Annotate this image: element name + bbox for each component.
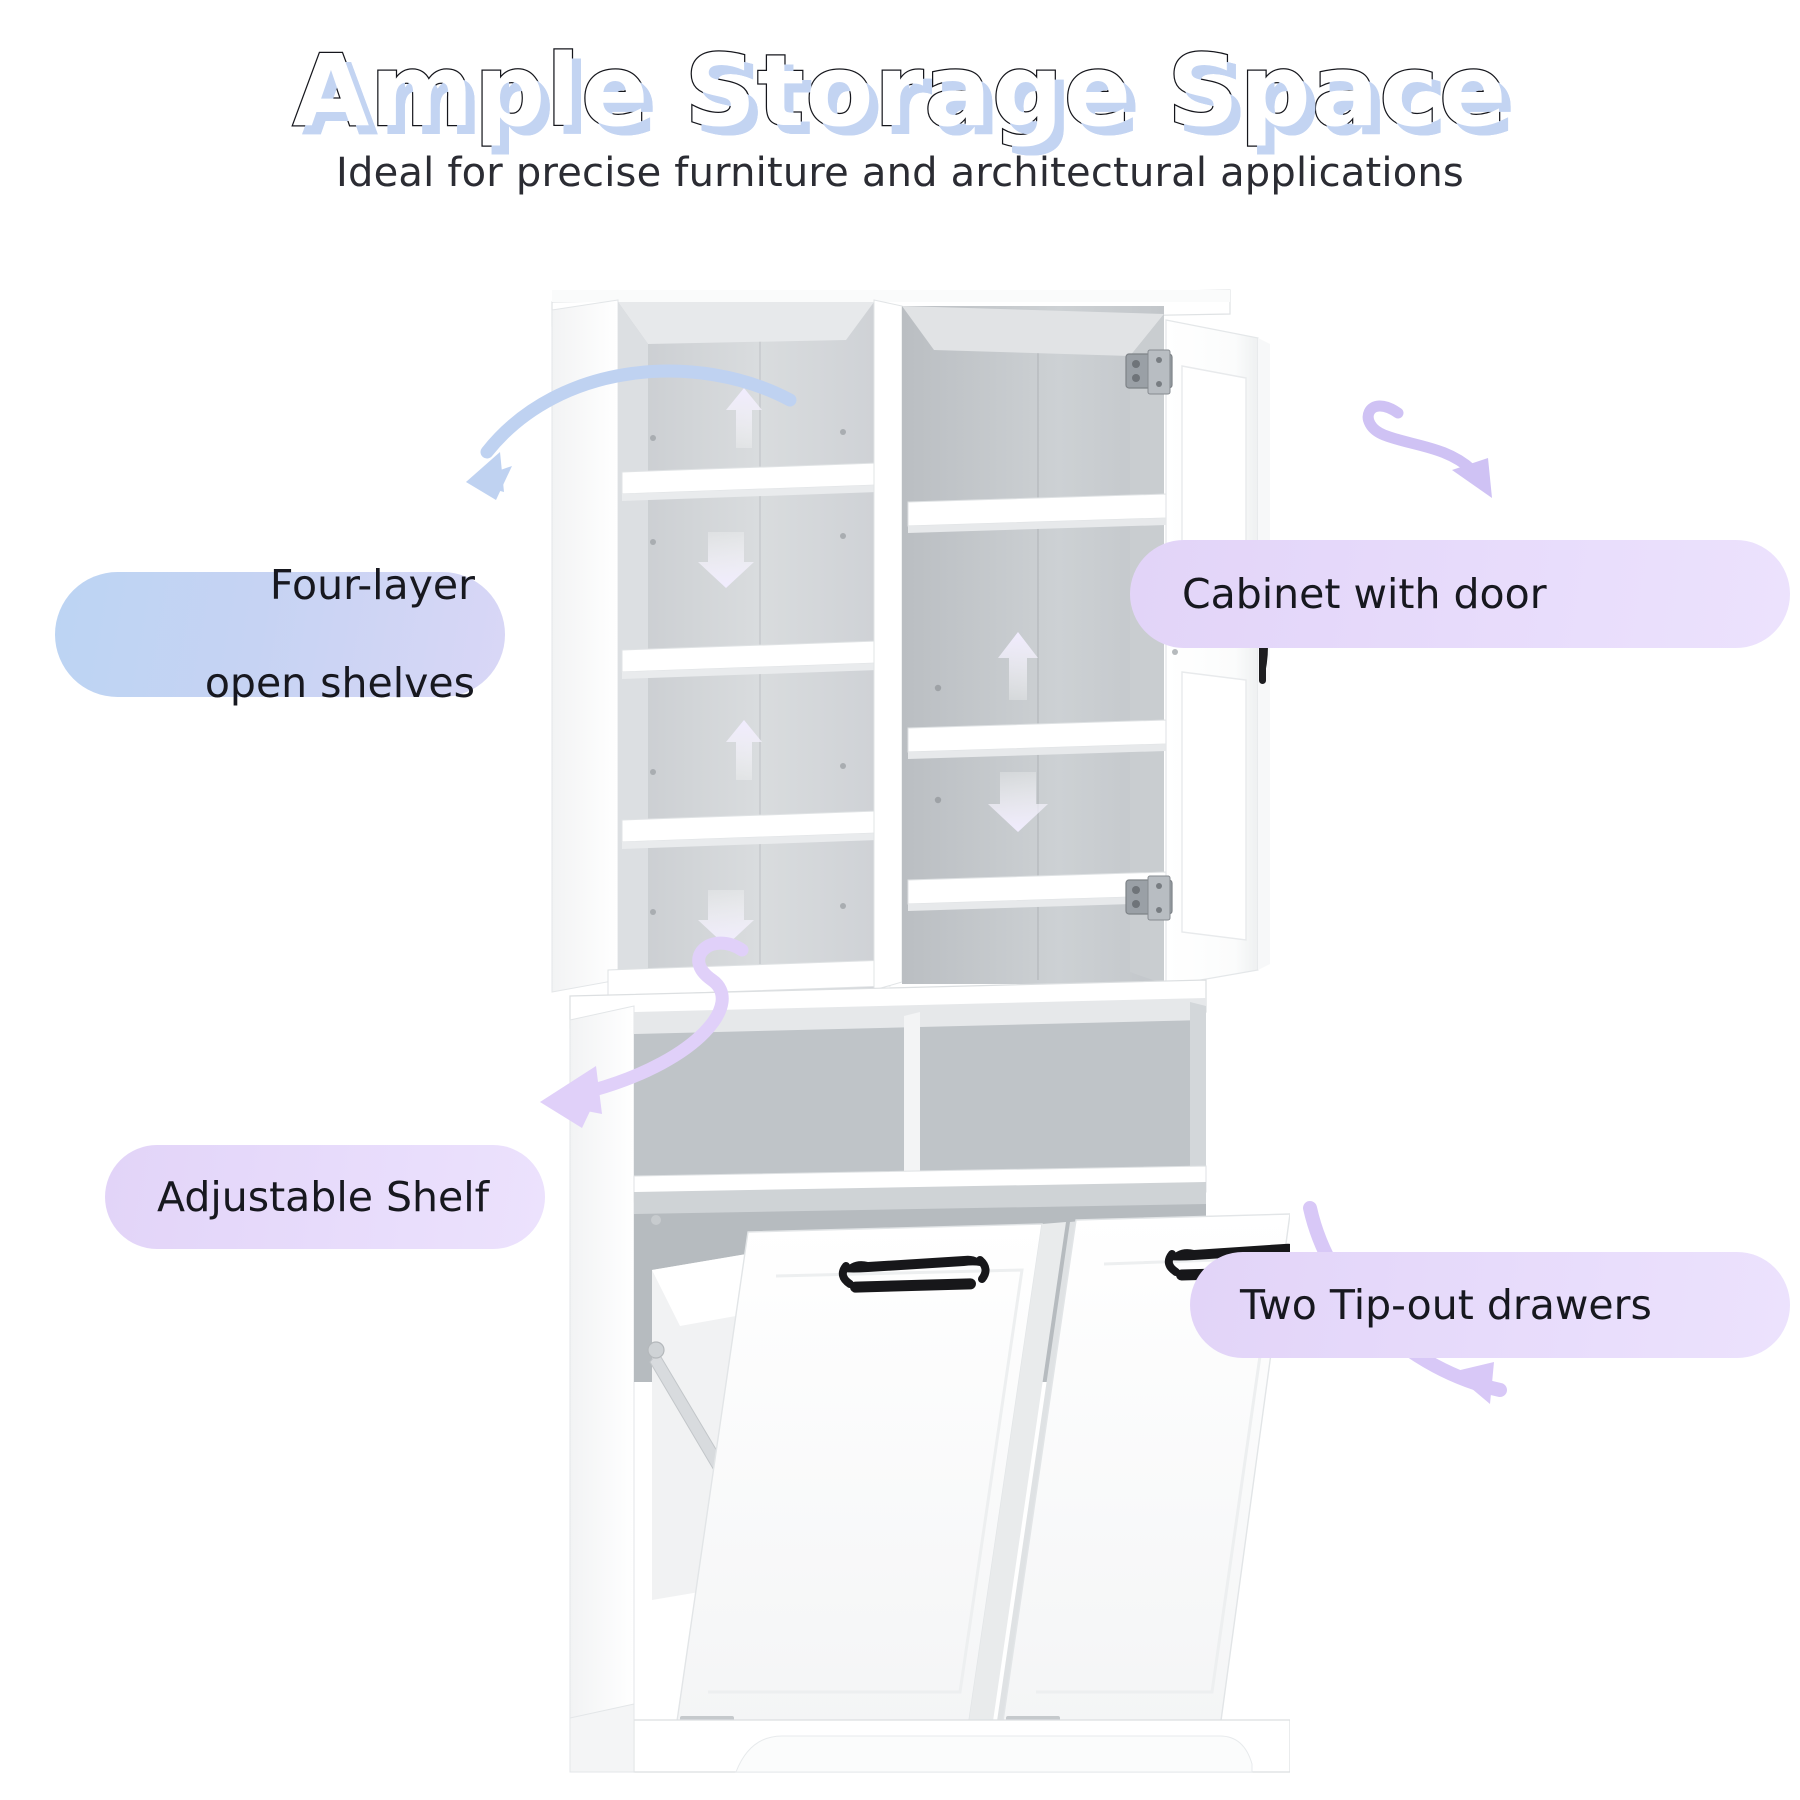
callout-label: Four-layer open shelves bbox=[55, 561, 475, 709]
callout-label-line1: Four-layer bbox=[269, 560, 475, 609]
drawer-handle-icon[interactable] bbox=[838, 1255, 990, 1293]
arrow-down-icon bbox=[698, 890, 754, 946]
arrow-up-icon bbox=[998, 632, 1038, 700]
base-left-side bbox=[569, 1005, 635, 1725]
tip-out-drawer-left[interactable] bbox=[647, 1215, 1043, 1729]
callout-label-line2: open shelves bbox=[204, 659, 475, 708]
left-side-panel bbox=[551, 299, 619, 993]
page-title: Ample Storage Space bbox=[291, 34, 1508, 149]
door-cabinet-shelves bbox=[907, 493, 1167, 911]
arrow-up-icon bbox=[726, 720, 762, 780]
cubby-row bbox=[633, 998, 1207, 1203]
plinth-base bbox=[569, 1703, 1290, 1773]
door-hinge-bottom bbox=[1125, 875, 1173, 921]
callout-label: Two Tip-out drawers bbox=[1240, 1281, 1652, 1329]
shelf-adjust-arrows-right bbox=[934, 632, 1048, 832]
arrow-down-icon bbox=[698, 532, 754, 588]
callout-label: Adjustable Shelf bbox=[157, 1173, 490, 1221]
shelf-cabinet-3 bbox=[907, 871, 1167, 911]
page-subtitle: Ideal for precise furniture and architec… bbox=[336, 150, 1464, 196]
curly-loop-arrow-down-right-icon bbox=[1362, 400, 1492, 498]
product-illustration bbox=[530, 280, 1290, 1780]
center-divider bbox=[873, 299, 903, 991]
door-cabinet-column bbox=[902, 306, 1164, 984]
shelf-peg-holes bbox=[934, 684, 942, 804]
door-hinge-top bbox=[1125, 349, 1173, 395]
cabinet-door[interactable] bbox=[1165, 319, 1270, 987]
callout-label: Cabinet with door bbox=[1182, 570, 1547, 618]
cabinet-svg bbox=[551, 289, 1290, 1773]
shelf-cabinet-2 bbox=[907, 719, 1167, 759]
arrow-down-icon bbox=[988, 772, 1048, 832]
header-title-wrap: Ample Storage Space bbox=[0, 34, 1800, 160]
callout-four-layer-open-shelves[interactable]: Four-layer open shelves bbox=[55, 561, 505, 707]
callout-cabinet-with-door[interactable]: Cabinet with door bbox=[1130, 540, 1790, 648]
callout-two-tip-out-drawers[interactable]: Two Tip-out drawers bbox=[1190, 1252, 1790, 1358]
callout-adjustable-shelf[interactable]: Adjustable Shelf bbox=[105, 1145, 545, 1249]
